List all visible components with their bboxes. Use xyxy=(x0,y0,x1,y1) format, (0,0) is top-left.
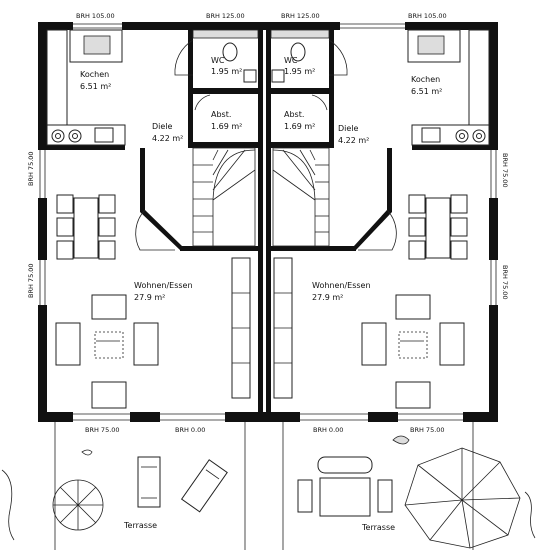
stairs-left xyxy=(192,147,256,247)
brh-top-2: BRH 125.00 xyxy=(206,12,245,20)
hall-area-left: 4.22 m² xyxy=(152,134,183,143)
terrace-label-left: Terrasse xyxy=(123,521,157,530)
living-label-left: Wohnen/Essen xyxy=(134,281,193,290)
brh-top-4: BRH 105.00 xyxy=(408,12,447,20)
brh-labels: BRH 105.00 BRH 125.00 BRH 125.00 BRH 105… xyxy=(27,12,509,434)
room-labels-left: Kochen 6.51 m² Diele 4.22 m² WC 1.95 m² … xyxy=(80,56,242,302)
wc-label-right: WC xyxy=(284,56,298,65)
hall-area-right: 4.22 m² xyxy=(338,136,369,145)
living-area-left: 27.9 m² xyxy=(134,293,165,302)
brh-left-upper: BRH 75.00 xyxy=(27,151,35,186)
walls xyxy=(38,22,498,422)
kitchen-label-right: Kochen xyxy=(411,75,440,84)
dining-left xyxy=(56,194,116,260)
storage-label-left: Abst. xyxy=(211,110,231,119)
living-right xyxy=(361,294,465,409)
brh-left-lower: BRH 75.00 xyxy=(27,263,35,298)
brh-right-lower: BRH 75.00 xyxy=(501,265,509,300)
storage-label-right: Abst. xyxy=(284,110,304,119)
storage-area-left: 1.69 m² xyxy=(211,122,242,131)
brh-bottom-4: BRH 75.00 xyxy=(410,426,445,434)
brh-bottom-3: BRH 0.00 xyxy=(313,426,343,434)
brh-bottom-1: BRH 75.00 xyxy=(85,426,120,434)
kitchen-label-left: Kochen xyxy=(80,70,109,79)
kitchen-area-left: 6.51 m² xyxy=(80,82,111,91)
wc-area-right: 1.95 m² xyxy=(284,67,315,76)
living-area-right: 27.9 m² xyxy=(312,293,343,302)
brh-right-upper: BRH 75.00 xyxy=(501,153,509,188)
hall-label-left: Diele xyxy=(152,122,173,131)
stairs-right xyxy=(272,147,330,247)
dining-right xyxy=(408,194,468,260)
shelves xyxy=(231,257,293,399)
wc-label-left: WC xyxy=(211,56,225,65)
terrace-label-right: Terrasse xyxy=(361,523,395,532)
hall-label-right: Diele xyxy=(338,124,359,133)
brh-top-1: BRH 105.00 xyxy=(76,12,115,20)
brh-top-3: BRH 125.00 xyxy=(281,12,320,20)
kitchen-right xyxy=(407,29,490,146)
storage-area-right: 1.69 m² xyxy=(284,122,315,131)
terrace-area xyxy=(1,422,536,550)
kitchen-area-right: 6.51 m² xyxy=(411,87,442,96)
doors xyxy=(135,39,397,251)
kitchen-left xyxy=(46,29,126,146)
living-label-right: Wohnen/Essen xyxy=(312,281,371,290)
wc-fixtures xyxy=(192,29,330,83)
room-labels-right: Kochen 6.51 m² Diele 4.22 m² WC 1.95 m² … xyxy=(284,56,442,302)
wc-area-left: 1.95 m² xyxy=(211,67,242,76)
brh-bottom-2: BRH 0.00 xyxy=(175,426,205,434)
living-left xyxy=(55,294,159,409)
